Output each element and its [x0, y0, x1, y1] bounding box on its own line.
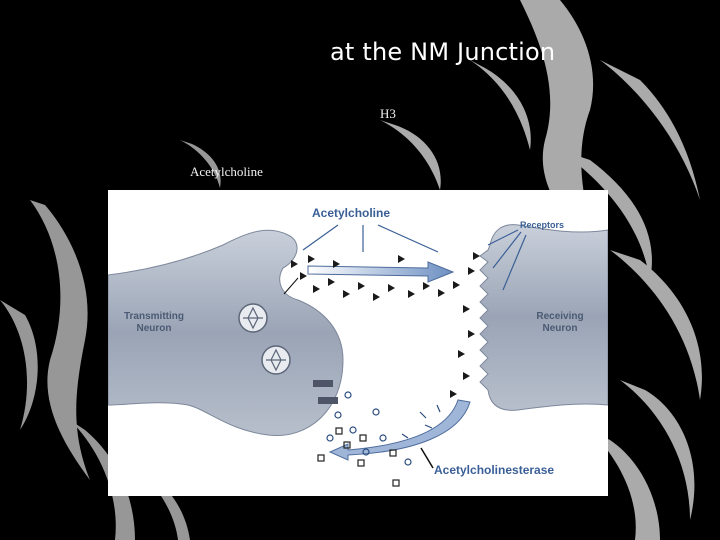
label-transmitting-line2: Neuron: [136, 323, 172, 334]
partial-text-top: H3: [380, 106, 396, 121]
label-receptors: Receptors: [520, 220, 565, 230]
receiving-neuron-shape: [479, 224, 608, 411]
synapse-diagram: Acetylcholine Receptors Transmitting Neu…: [108, 190, 608, 496]
breakdown-arrow: [328, 399, 471, 461]
slide-title: at the NM Junction: [330, 38, 556, 66]
label-acetylcholine: Acetylcholine: [312, 206, 391, 220]
label-transmitting-line1: Transmitting: [123, 311, 184, 322]
partial-text-left: Acetylcholine: [190, 164, 263, 179]
label-receiving-neuron: Receiving Neuron: [528, 311, 592, 335]
label-transmitting-neuron: Transmitting Neuron: [114, 311, 194, 335]
label-acetylcholinesterase: Acetylcholinesterase: [434, 463, 555, 477]
transmitting-neuron-shape: [108, 229, 344, 437]
label-receiving-line1: Receiving: [536, 311, 584, 322]
synapse-illustration: [108, 224, 608, 487]
label-receiving-line2: Neuron: [542, 323, 578, 334]
diffusion-arrow: [307, 261, 455, 283]
